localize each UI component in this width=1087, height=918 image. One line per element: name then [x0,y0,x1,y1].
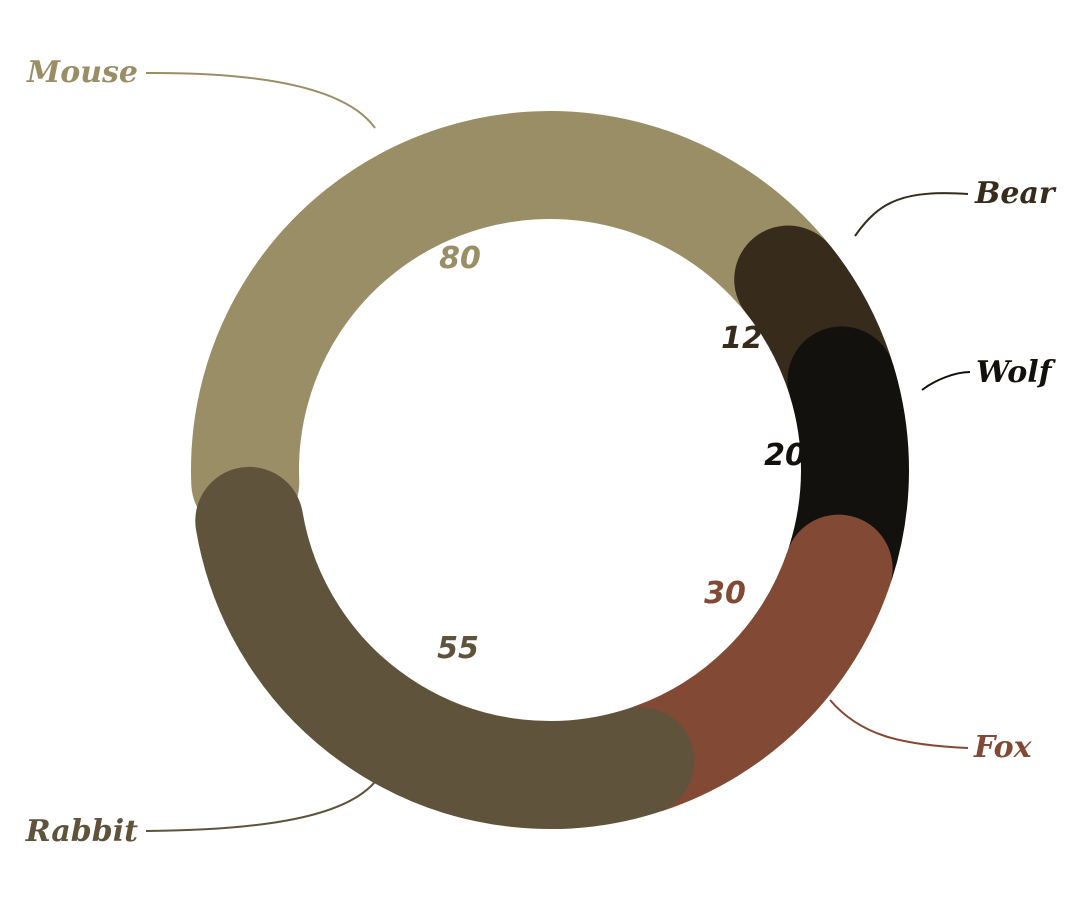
leader-line-mouse [145,71,376,129]
value-wolf: 20 [764,438,806,473]
value-rabbit: 55 [437,631,479,666]
label-fox: Fox [973,730,1033,765]
slices-layer [191,111,909,829]
slice-mouse [191,111,839,537]
value-mouse: 80 [439,241,481,276]
label-rabbit: Rabbit [25,814,138,849]
leader-line-bear [854,192,969,237]
value-bear: 12 [721,321,763,356]
leader-line-rabbit [145,777,379,832]
value-fox: 30 [704,576,746,611]
leader-line-fox [829,699,969,749]
label-bear: Bear [974,176,1057,211]
label-mouse: Mouse [26,55,138,90]
leader-line-wolf [921,371,971,391]
label-wolf: Wolf [976,355,1057,390]
leader-lines-layer [145,71,971,832]
slice-rabbit [195,466,695,829]
